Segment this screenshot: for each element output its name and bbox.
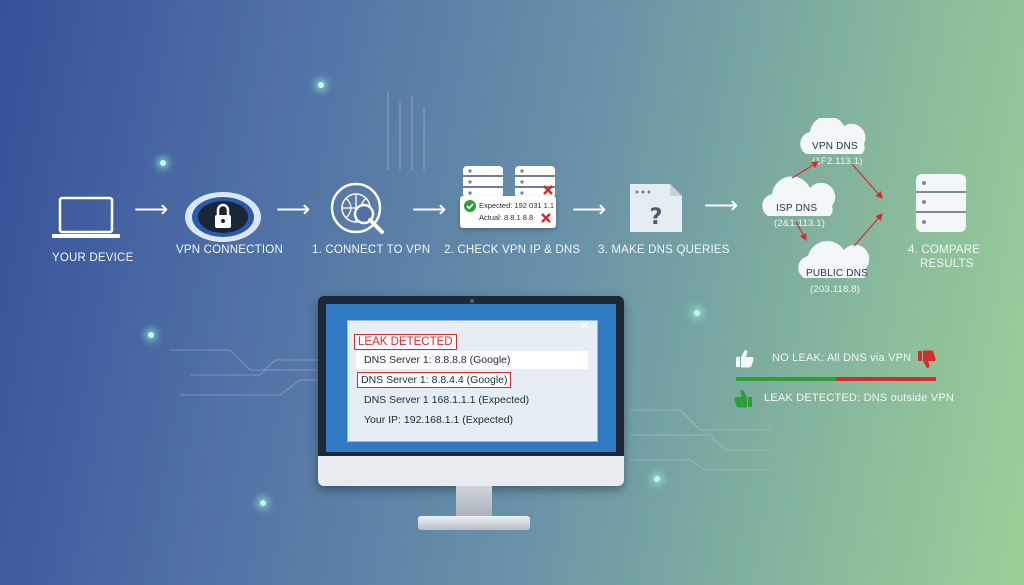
glow-dot — [318, 82, 324, 88]
expected-text: Expected: 192 031 1.1 — [479, 201, 555, 210]
close-icon[interactable]: × — [581, 318, 589, 333]
legend-leak: LEAK DETECTED: DNS outside VPN — [764, 392, 955, 404]
circuit-lines — [170, 349, 320, 396]
arrow-right-icon: ⟶ — [412, 196, 447, 223]
step-label-connect: 1. CONNECT TO VPN — [312, 244, 431, 256]
glow-dot — [160, 160, 166, 166]
database-icon — [916, 174, 966, 232]
cloud-icon — [800, 118, 866, 154]
dns-line-2: DNS Server 1: 8.8.4.4 (Google) — [357, 372, 512, 388]
vpn-dns-ip: (1F2.113.1) — [812, 156, 863, 167]
thumbs-up-icon — [736, 350, 754, 368]
thumbs-down-green-icon — [734, 390, 752, 408]
padlock-icon — [185, 192, 261, 242]
dialog-row-bg — [356, 351, 588, 369]
database-icon — [515, 166, 555, 198]
arrow-right-icon: ⟶ — [276, 196, 311, 223]
arrow-right-icon: ⟶ — [572, 196, 607, 223]
document-question-icon: ? — [630, 184, 682, 232]
arrow-right-icon: ⟶ — [134, 196, 169, 223]
step-label-check: 2. CHECK VPN IP & DNS — [444, 244, 581, 256]
leak-detected-title: LEAK DETECTED — [354, 334, 457, 350]
webcam-dot — [470, 299, 474, 303]
database-icon — [463, 166, 503, 198]
globe-magnifier-icon — [330, 182, 384, 234]
isp-dns-ip: (2&1.113.1) — [774, 218, 826, 229]
public-dns-label: PUBLIC DNS — [806, 268, 869, 279]
laptop-icon — [52, 196, 120, 238]
glow-dot — [654, 476, 660, 482]
glow-dot — [148, 332, 154, 338]
glow-dot — [694, 310, 700, 316]
dns-line-3: DNS Server 1 168.1.1.1 (Expected) — [364, 394, 530, 406]
legend-no-leak: NO LEAK: All DNS via VPN — [772, 352, 912, 364]
cloud-icon — [762, 176, 836, 216]
arrow-right-icon: ⟶ — [704, 192, 739, 219]
step-label-compare: 4. COMPARE — [908, 244, 981, 256]
public-dns-ip: (203.118.8) — [810, 284, 861, 295]
ip-check-card: Expected: 192 031 1.1 Actual: 8.8.1 8.8 — [460, 196, 556, 228]
cloud-icon — [798, 241, 870, 278]
monitor-base — [418, 516, 530, 530]
actual-text: Actual: 8.8.1 8.8 — [479, 213, 534, 222]
svg-text:?: ? — [650, 205, 663, 230]
isp-dns-label: ISP DNS — [776, 203, 818, 214]
monitor-stand — [456, 486, 492, 518]
step-label-queries: 3. MAKE DNS QUERIES — [598, 244, 730, 256]
glow-dot — [260, 500, 266, 506]
step-label-compare-2: RESULTS — [920, 258, 974, 270]
red-connector-arrows — [791, 161, 883, 247]
monitor-chin — [318, 456, 624, 486]
step-label-device: YOUR DEVICE — [52, 252, 134, 264]
thumbs-down-icon — [918, 350, 936, 368]
step-label-vpn: VPN CONNECTION — [176, 244, 283, 256]
x-mark-icon — [541, 213, 551, 223]
dns-line-1: DNS Server 1: 8.8.8.8 (Google) — [364, 354, 511, 366]
circuit-lines — [387, 92, 425, 170]
vpn-dns-label: VPN DNS — [812, 141, 858, 152]
check-circle-icon — [464, 200, 476, 212]
ip-line: Your IP: 192.168.1.1 (Expected) — [364, 414, 514, 426]
circuit-lines — [630, 409, 770, 471]
legend-bar-green — [736, 377, 836, 381]
legend-bar-red — [836, 377, 936, 381]
